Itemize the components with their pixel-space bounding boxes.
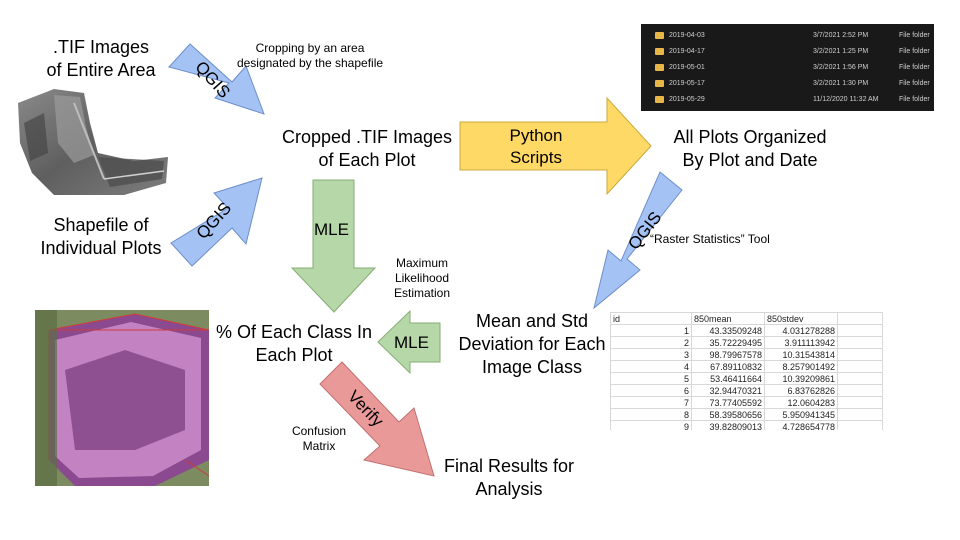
qgis-bottom-arrow (170, 177, 263, 267)
python-label: Python Scripts (509, 126, 563, 167)
tif-images-node: .TIF Images of Entire Area (46, 37, 156, 80)
folder-icon (655, 48, 664, 55)
folder-icon (655, 96, 664, 103)
folder-icon (655, 32, 664, 39)
shapefile-node: Shapefile of Individual Plots (40, 215, 162, 258)
mle-left-arrow (377, 309, 441, 375)
cropped-node: Cropped .TIF Images of Each Plot (281, 127, 453, 170)
folder-row: 2019-05-01 3/2/2021 1:56 PM File folder (641, 60, 934, 76)
percent-class-node: % Of Each Class In Each Plot (215, 322, 373, 365)
folder-icon (655, 80, 664, 87)
qgis-raster-arrow (593, 171, 683, 310)
mean-std-node: Mean and Std Deviation for Each Image Cl… (458, 311, 606, 377)
confusion-matrix-annotation: Confusion Matrix (291, 424, 347, 453)
organized-node: All Plots Organized By Plot and Date (673, 127, 827, 170)
mle-annotation: Maximum Likelihood Estimation (393, 256, 451, 300)
orthomosaic-image (18, 89, 168, 195)
file-explorer-screenshot: 2019-04-03 3/7/2021 2:52 PM File folder … (641, 24, 934, 111)
folder-row: 2019-05-17 3/2/2021 1:30 PM File folder (641, 76, 934, 92)
table-header: id 850mean 850stdev (610, 312, 883, 325)
folder-row: 2019-04-03 3/7/2021 2:52 PM File folder (641, 28, 934, 44)
folder-icon (655, 64, 664, 71)
mle-left-label: MLE (394, 333, 429, 352)
final-results-node: Final Results for Analysis (443, 456, 575, 499)
qgis-top-arrow (168, 43, 265, 115)
verify-arrow (319, 361, 435, 477)
folder-row: 2019-04-17 3/2/2021 1:25 PM File folder (641, 44, 934, 60)
mle-down-arrow (290, 179, 377, 313)
classified-plot-image (35, 310, 209, 486)
cropping-annotation: Cropping by an area designated by the sh… (236, 41, 384, 70)
python-arrow (459, 96, 652, 196)
folder-row: 2019-05-29 11/12/2020 11:32 AM File fold… (641, 92, 934, 108)
raster-stats-annotation: “Raster Statistics” Tool (650, 232, 770, 246)
mle-down-label: MLE (314, 220, 349, 239)
